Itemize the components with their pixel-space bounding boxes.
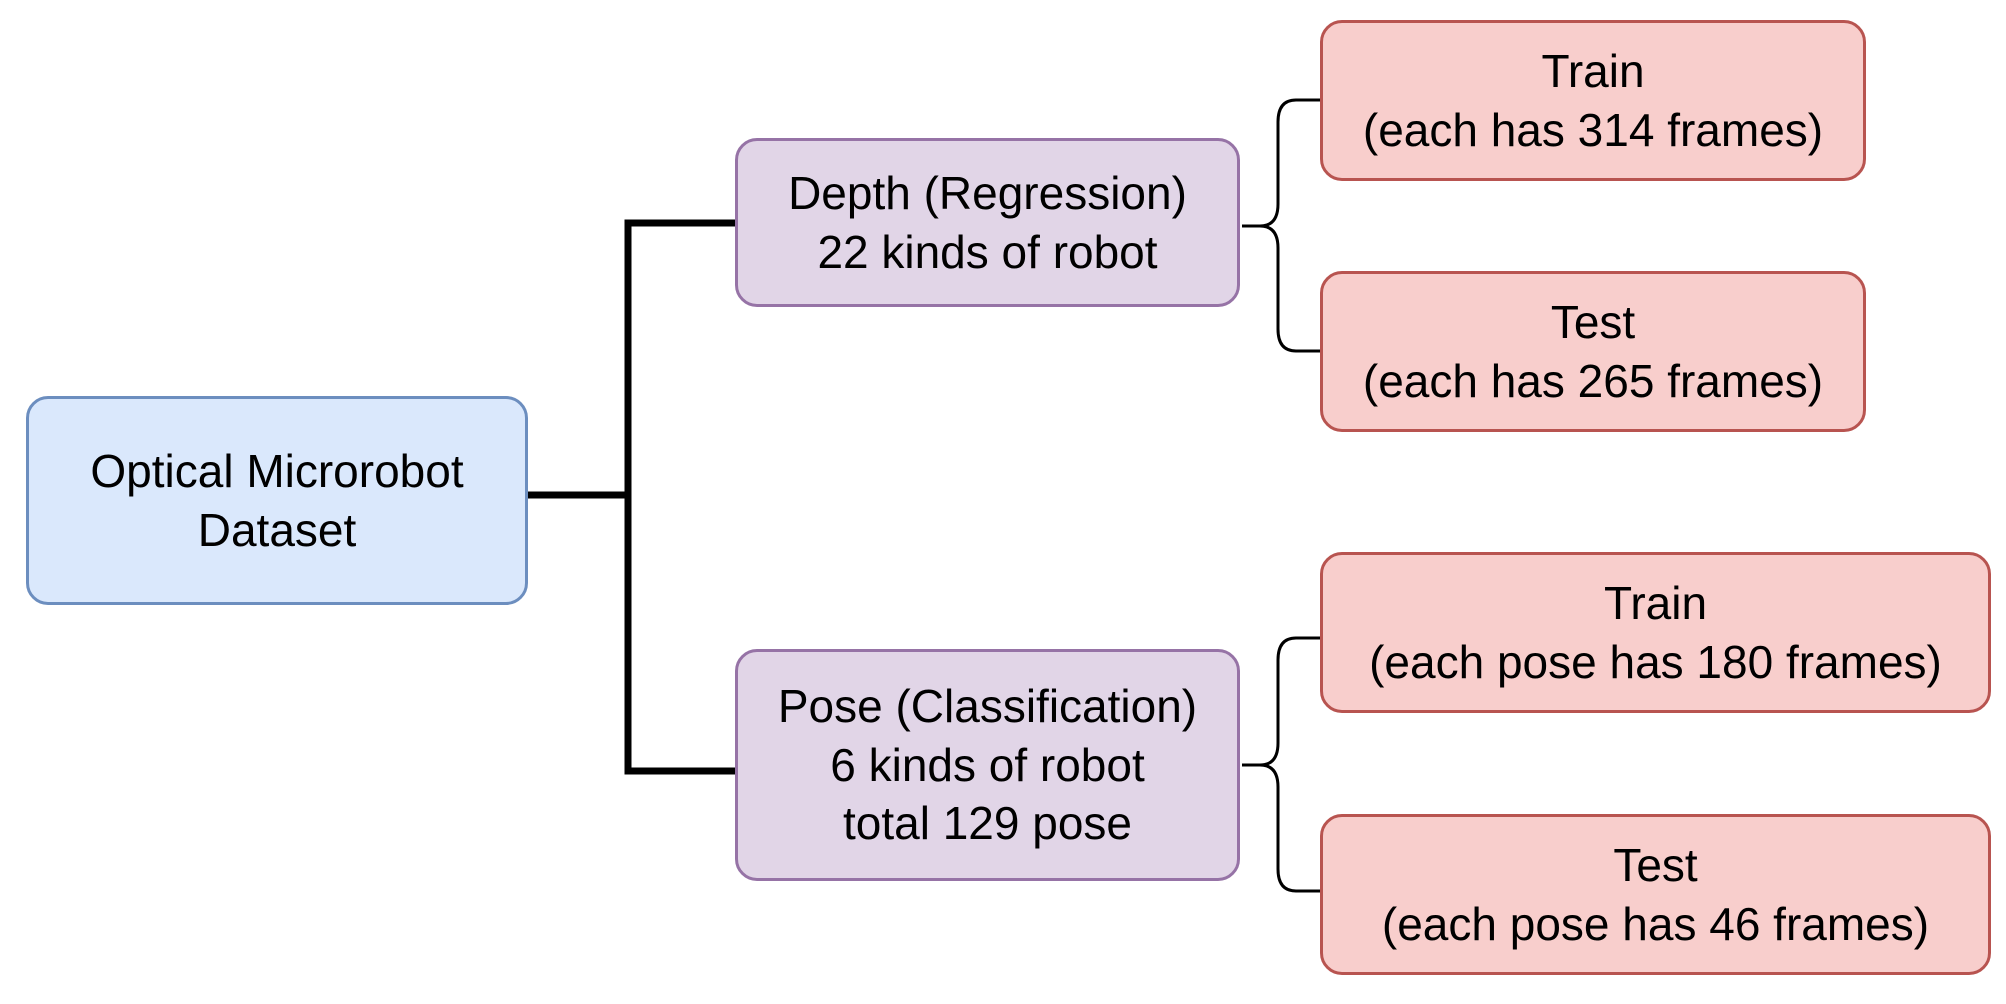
root-to-pose-connector [624,495,735,775]
depth-node-label-line1: Depth (Regression) [788,166,1187,219]
depth-train-detail: (each has 314 frames) [1362,103,1824,156]
pose-test-node: Test (each pose has 46 frames) [1320,814,1991,975]
depth-test-node: Test (each has 265 frames) [1320,271,1866,432]
pose-brace [1242,636,1320,893]
depth-train-node: Train (each has 314 frames) [1320,20,1866,181]
pose-node-label-line3: total 129 pose [842,797,1132,850]
pose-test-title: Test [1613,838,1698,891]
depth-test-detail: (each has 265 frames) [1362,354,1824,407]
root-node-label-line1: Optical Microrobot [90,444,464,497]
pose-train-title: Train [1603,576,1708,629]
pose-test-detail: (each pose has 46 frames) [1381,897,1930,950]
pose-train-detail: (each pose has 180 frames) [1369,635,1942,688]
pose-train-node: Train (each pose has 180 frames) [1320,552,1991,713]
depth-node-label-line2: 22 kinds of robot [817,225,1158,278]
depth-brace [1242,98,1320,353]
root-node-optical-microrobot-dataset: Optical Microrobot Dataset [26,396,528,605]
depth-train-title: Train [1541,44,1645,97]
root-to-depth-connector [526,219,735,499]
root-node-label-line2: Dataset [197,503,357,556]
pose-node-label-line1: Pose (Classification) [777,679,1198,732]
pose-classification-node: Pose (Classification) 6 kinds of robot t… [735,649,1240,881]
depth-regression-node: Depth (Regression) 22 kinds of robot [735,138,1240,307]
depth-test-title: Test [1550,295,1636,348]
pose-node-label-line2: 6 kinds of robot [830,738,1145,791]
